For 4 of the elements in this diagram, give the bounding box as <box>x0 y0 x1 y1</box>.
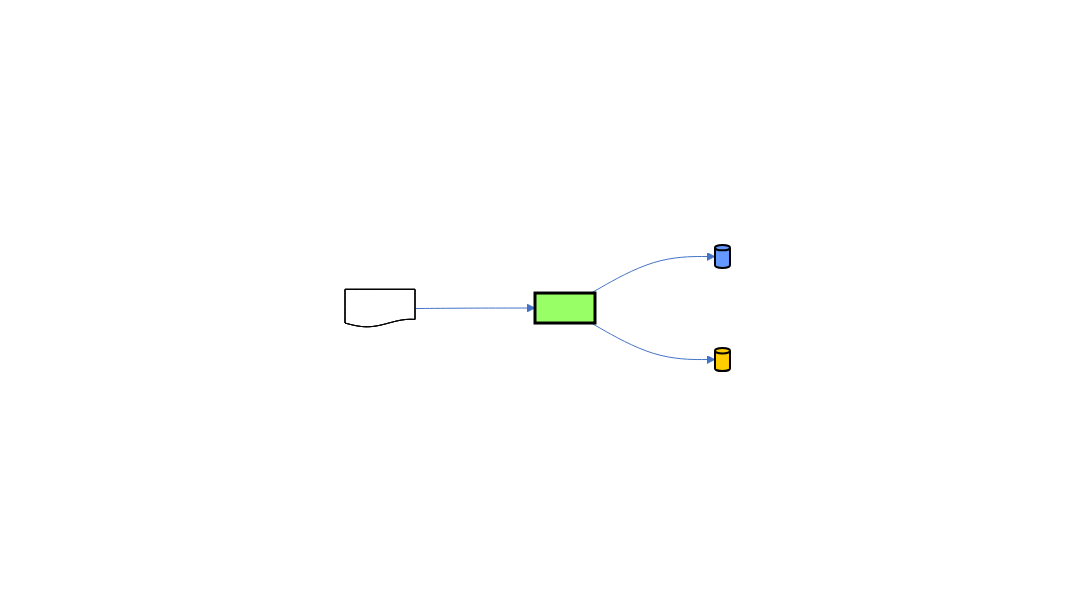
node-box <box>533 291 597 325</box>
arrow <box>415 303 536 313</box>
node-cylinder <box>714 243 731 269</box>
node-cylinder <box>714 347 731 373</box>
